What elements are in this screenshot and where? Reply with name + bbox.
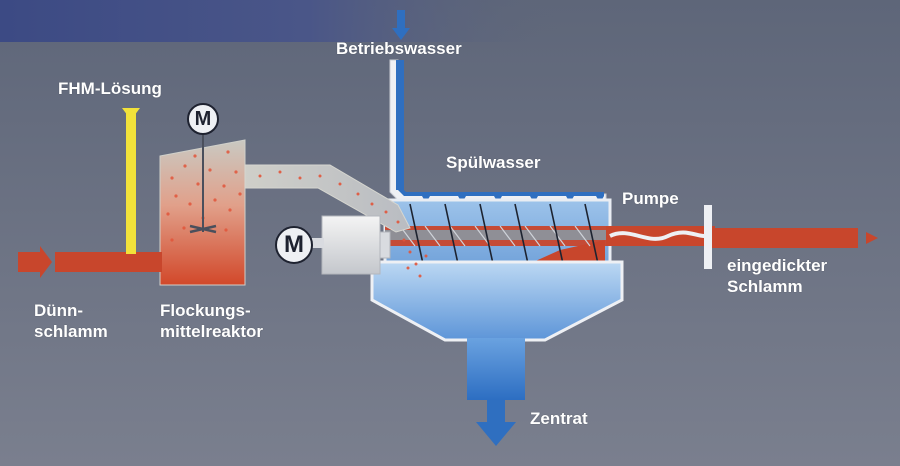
label-pumpe: Pumpe — [622, 189, 679, 208]
label-fhm-loesung: FHM-Lösung — [58, 79, 162, 98]
top-band — [0, 0, 560, 42]
feed-chute — [244, 164, 428, 278]
label-flockungsmittelreaktor: Flockungs- mittelreaktor — [160, 301, 263, 341]
thickened-sludge-outlet — [606, 205, 878, 269]
drive-motor-icon: M — [275, 226, 313, 264]
label-zentrat: Zentrat — [530, 409, 588, 428]
reactor-motor-icon: M — [187, 103, 219, 135]
label-spuelwasser: Spülwasser — [446, 153, 541, 172]
reactor-motor-symbol: M — [194, 107, 212, 130]
label-duennschlamm: Dünn- schlamm — [34, 301, 108, 341]
flocculation-reactor — [159, 128, 246, 286]
drive-unit — [306, 215, 391, 275]
label-betriebswasser: Betriebswasser — [336, 39, 462, 58]
label-eingedickter-schlamm: eingedickter Schlamm — [727, 256, 828, 296]
fhm-dosing-line — [122, 108, 140, 254]
thin-sludge-inlet — [18, 246, 162, 278]
drive-motor-symbol: M — [284, 231, 304, 258]
filtrate-funnel — [370, 260, 624, 446]
